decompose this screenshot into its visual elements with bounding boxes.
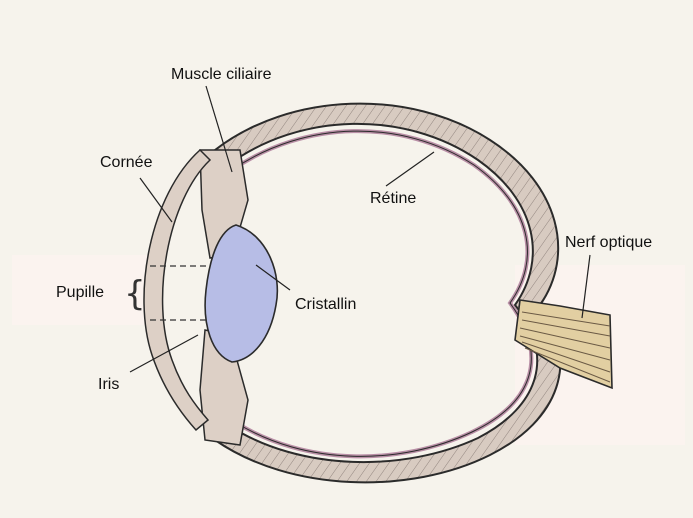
label-cristallin: Cristallin xyxy=(295,296,356,314)
label-cornee: Cornée xyxy=(100,154,152,172)
label-iris: Iris xyxy=(98,376,119,394)
label-nerf-optique: Nerf optique xyxy=(565,234,652,252)
label-retine: Rétine xyxy=(370,190,416,208)
pupil-brace-icon: { xyxy=(124,277,146,311)
label-pupille: Pupille xyxy=(56,284,104,302)
label-muscle-ciliaire: Muscle ciliaire xyxy=(171,66,271,84)
